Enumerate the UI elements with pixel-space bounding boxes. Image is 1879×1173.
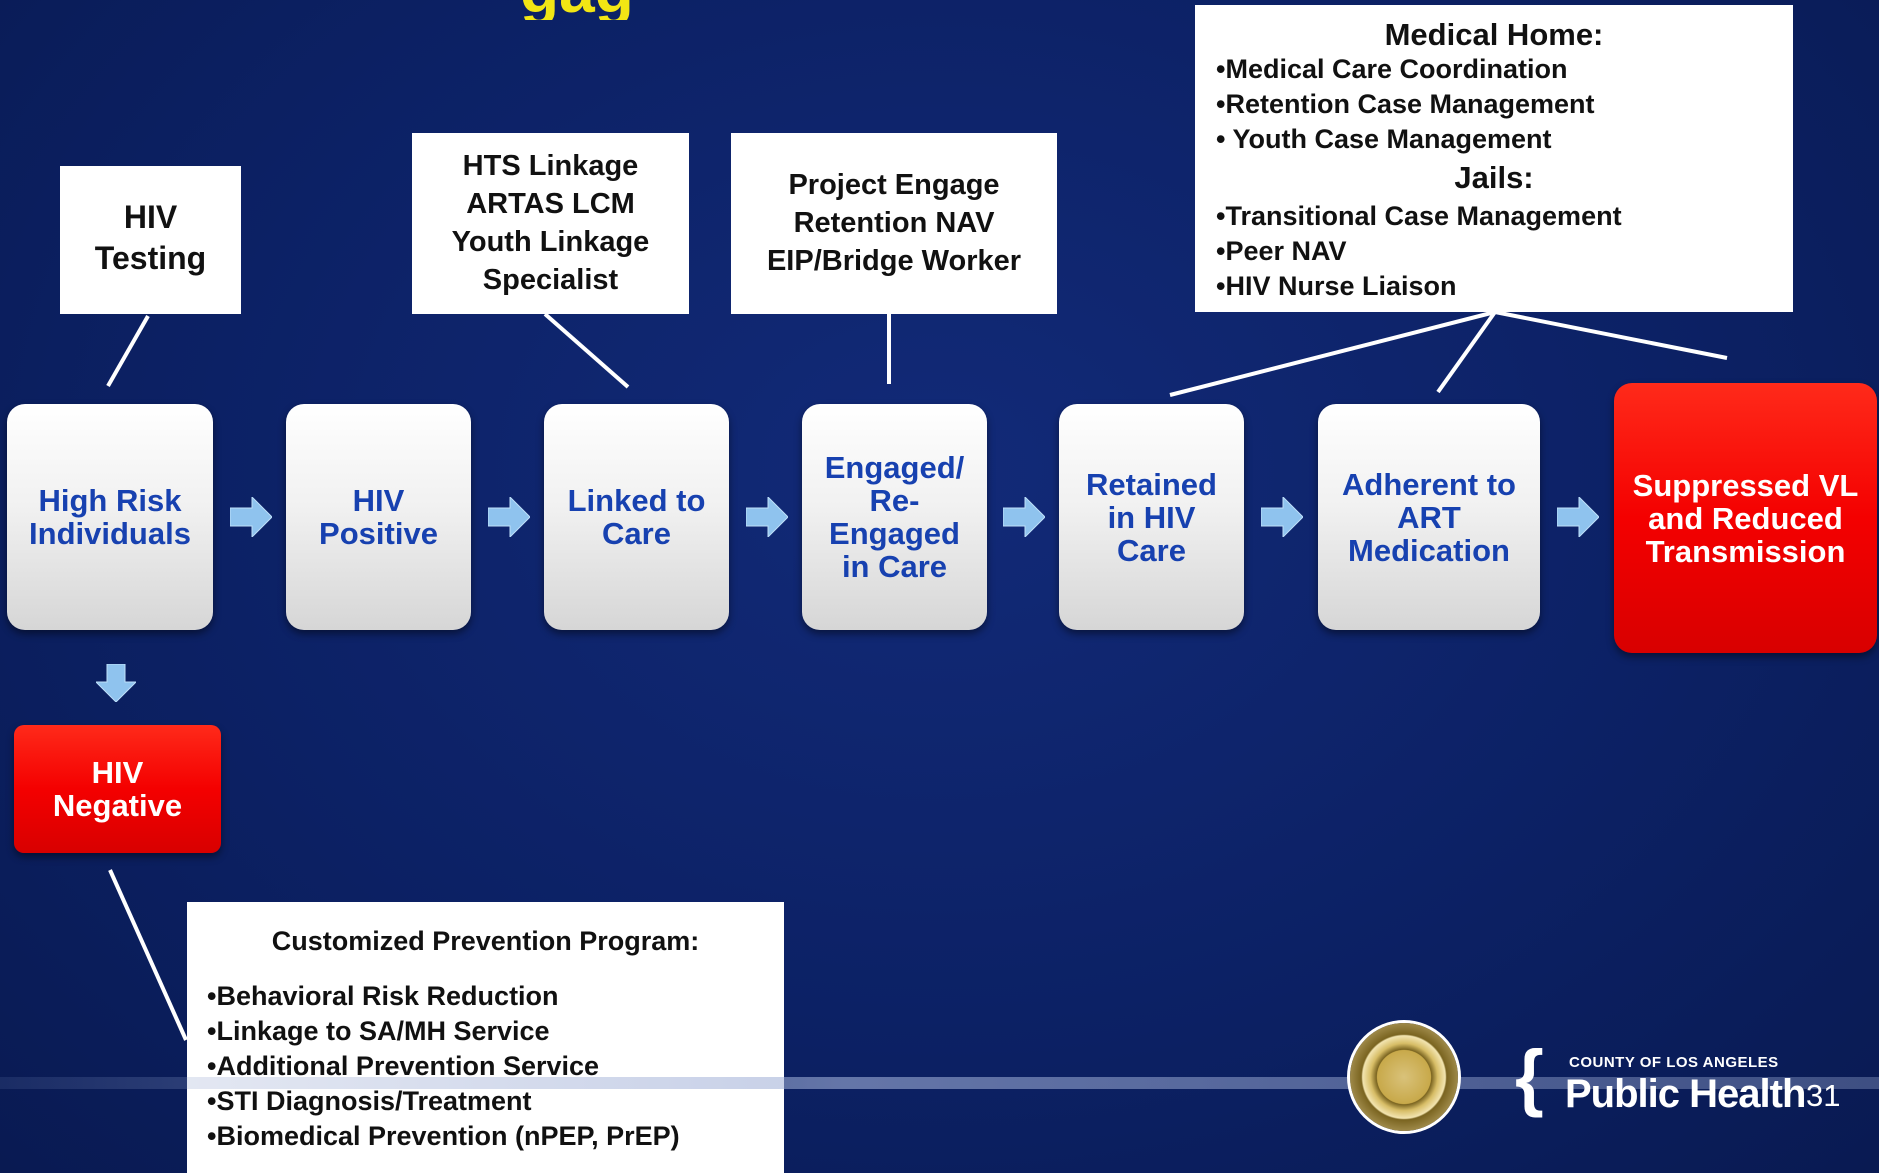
right-arrow-icon (488, 497, 530, 537)
county-seal-icon (1350, 1023, 1458, 1131)
logo-name-text: Public Health (1565, 1072, 1806, 1116)
stage-label: HIV Positive (319, 483, 438, 551)
callout-hiv-testing: HIV Testing (60, 166, 241, 314)
callout-text: Project Engage (788, 169, 1000, 201)
callout-medical-home: Medical Home: •Medical Care Coordination… (1195, 5, 1793, 312)
public-health-logo: { COUNTY OF LOS ANGELES Public Health (1515, 1035, 1806, 1120)
logo-county-text: COUNTY OF LOS ANGELES (1569, 1054, 1779, 1071)
prevention-item: •Additional Prevention Service (207, 1051, 600, 1081)
right-arrow-icon (746, 497, 788, 537)
stage-label: Engaged/ Re- Engaged in Care (824, 450, 965, 584)
stage-retained-in-care: Retained in HIV Care (1059, 404, 1244, 630)
prevention-item: •Biomedical Prevention (nPEP, PrEP) (207, 1121, 680, 1151)
stage-label: Linked to Care (567, 483, 706, 551)
connector-hiv-testing (106, 315, 150, 387)
callout-prevention: Customized Prevention Program: •Behavior… (187, 902, 784, 1173)
stage-suppressed-vl: Suppressed VL and Reduced Transmission (1614, 383, 1877, 653)
medical-home-item: • Youth Case Management (1216, 124, 1552, 154)
callout-linkage: HTS Linkage ARTAS LCM Youth Linkage Spec… (412, 133, 689, 314)
medical-home-item: •Retention Case Management (1216, 89, 1595, 119)
stage-label: Suppressed VL and Reduced Transmission (1632, 467, 1859, 569)
callout-text: ARTAS LCM (466, 188, 635, 220)
stage-engaged-in-care: Engaged/ Re- Engaged in Care (802, 404, 987, 630)
right-arrow-icon (1261, 497, 1303, 537)
page-number: 31 (1806, 1078, 1841, 1113)
stage-linked-to-care: Linked to Care (544, 404, 729, 630)
connector-medical-home-adherent (1436, 310, 1497, 394)
jails-heading: Jails: (1454, 160, 1534, 195)
prevention-item: •STI Diagnosis/Treatment (207, 1086, 532, 1116)
connector-medical-home-suppressed (1494, 310, 1728, 360)
jails-item: •Peer NAV (1216, 236, 1347, 266)
stage-hiv-positive: HIV Positive (286, 404, 471, 630)
callout-text: Youth Linkage (451, 226, 650, 258)
right-arrow-icon (1003, 497, 1045, 537)
stage-label: High Risk Individuals (29, 483, 191, 551)
callout-text: EIP/Bridge Worker (766, 245, 1022, 277)
right-arrow-icon (230, 497, 272, 537)
prevention-heading: Customized Prevention Program: (271, 926, 700, 956)
stage-high-risk-individuals: High Risk Individuals (7, 404, 213, 630)
stage-label: HIV Negative (52, 755, 183, 823)
stage-label: Retained in HIV Care (1086, 466, 1217, 568)
medical-home-heading: Medical Home: (1384, 17, 1604, 52)
stage-adherent-to-art: Adherent to ART Medication (1318, 404, 1540, 630)
callout-text: Specialist (482, 264, 619, 296)
connector-medical-home-retained (1169, 310, 1496, 397)
callout-engage: Project Engage Retention NAV EIP/Bridge … (731, 133, 1057, 314)
medical-home-item: •Medical Care Coordination (1216, 54, 1568, 84)
callout-text: HTS Linkage (462, 150, 639, 182)
connector-linkage (543, 312, 630, 389)
jails-item: •Transitional Case Management (1216, 201, 1622, 231)
prevention-item: •Linkage to SA/MH Service (207, 1016, 550, 1046)
callout-text: HIV (123, 199, 178, 235)
callout-text: Testing (94, 240, 207, 276)
right-arrow-icon (1557, 497, 1599, 537)
callout-text: Retention NAV (793, 207, 995, 239)
slide-title-fragment: gag (520, 0, 780, 20)
down-arrow-icon (96, 664, 136, 702)
jails-item: •HIV Nurse Liaison (1216, 271, 1457, 301)
stage-hiv-negative: HIV Negative (14, 725, 221, 853)
swoosh-icon: { (1515, 1035, 1544, 1118)
stage-label: Adherent to ART Medication (1342, 466, 1516, 568)
prevention-item: •Behavioral Risk Reduction (207, 981, 559, 1011)
connector-prevention (108, 869, 188, 1041)
